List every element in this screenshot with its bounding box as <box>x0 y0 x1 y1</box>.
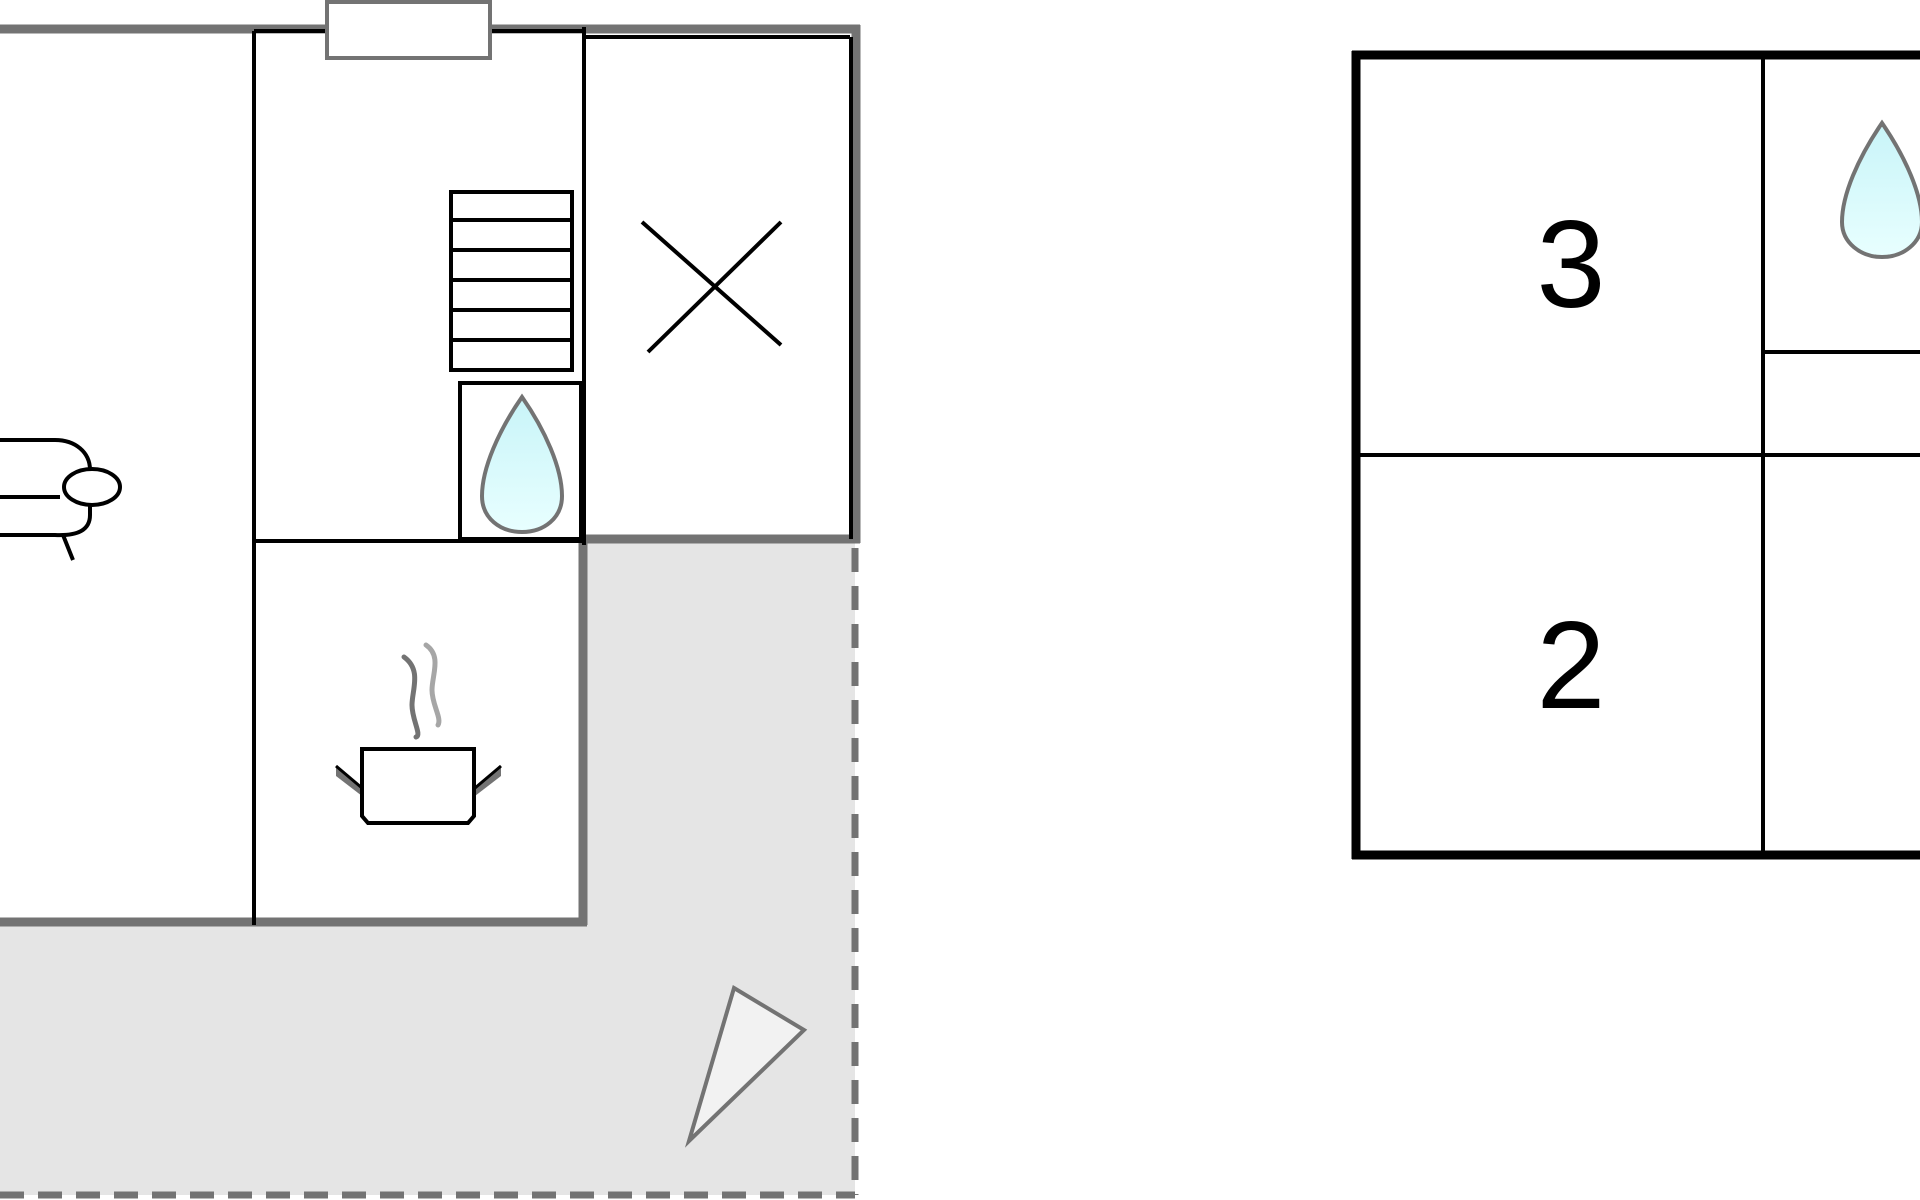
inner-walls <box>252 27 853 925</box>
room-2: 2 <box>1537 597 1606 735</box>
upper-floor-walls <box>1351 50 1920 860</box>
x-mark-icon <box>640 220 783 354</box>
cooking-pot-icon <box>335 747 502 825</box>
steam-icon <box>401 642 442 740</box>
water-drop-icon <box>1839 119 1920 260</box>
compass-pointer-icon <box>684 984 808 1148</box>
terrace <box>0 543 859 1199</box>
room-number-2: 2 <box>1537 597 1606 735</box>
sofa-icon <box>0 438 122 561</box>
room-3: 3 <box>1537 196 1606 334</box>
ground-floor-plan <box>0 0 861 1199</box>
upper-floor-plan: 3 2 <box>1351 50 1920 860</box>
room-number-3: 3 <box>1537 196 1606 334</box>
water-drop-icon <box>479 393 565 535</box>
stairs-icon <box>449 190 574 372</box>
window-icon <box>325 0 492 60</box>
